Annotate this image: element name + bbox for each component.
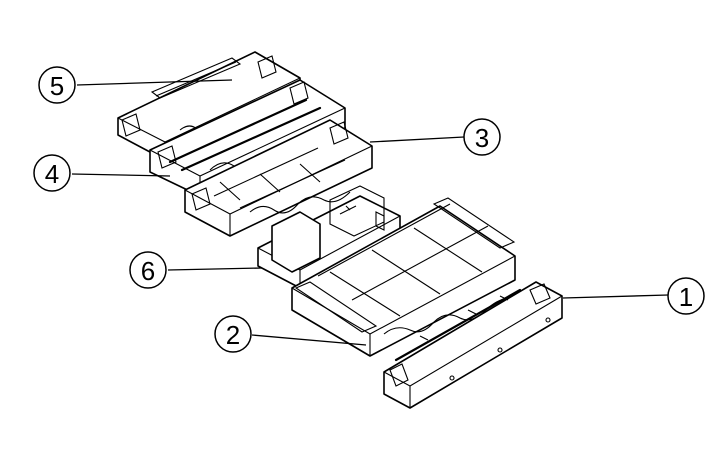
part-5-rear-frame (117, 51, 301, 161)
callout-4-label: 4 (45, 159, 59, 189)
leader-line-4 (71, 173, 171, 177)
callout-2: 2 (214, 315, 252, 353)
leader-line-3 (369, 136, 465, 143)
callout-5-label: 5 (50, 71, 64, 101)
callout-1: 1 (667, 277, 705, 315)
callout-1-label: 1 (679, 282, 693, 312)
callout-3-label: 3 (475, 123, 489, 153)
leader-line-5 (76, 79, 233, 86)
callout-2-label: 2 (226, 320, 240, 350)
part-1-end-plate (383, 281, 563, 409)
leader-line-1 (562, 294, 669, 299)
leader-line-2 (251, 334, 367, 346)
callout-6-label: 6 (141, 256, 155, 286)
callout-4: 4 (33, 154, 71, 192)
callout-6: 6 (129, 251, 167, 289)
part-3-cover-frame (184, 119, 373, 237)
leader-line-6 (167, 267, 263, 271)
callout-3: 3 (463, 118, 501, 156)
callout-5: 5 (38, 66, 76, 104)
part-6-bracket (257, 185, 401, 289)
